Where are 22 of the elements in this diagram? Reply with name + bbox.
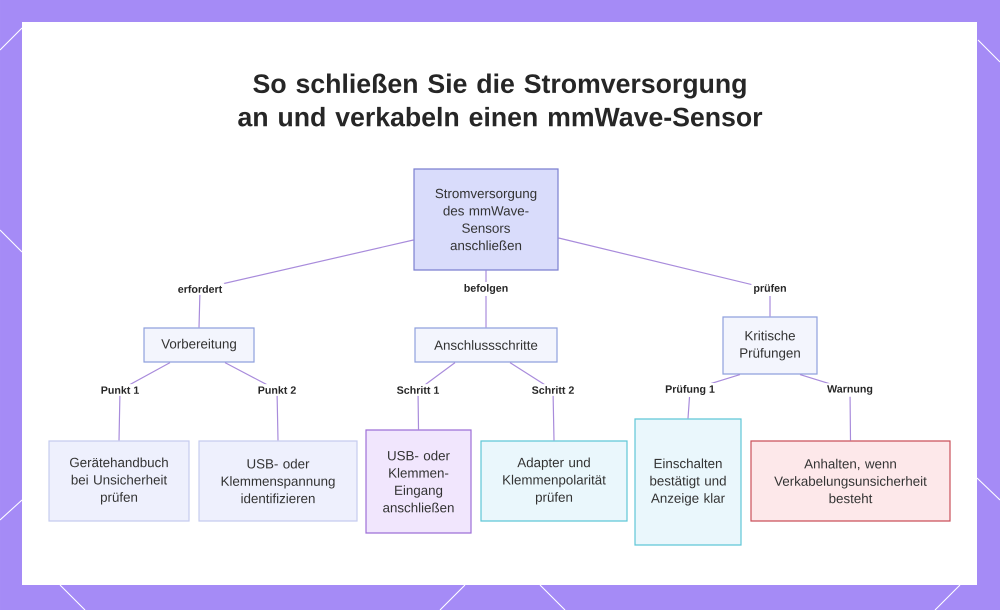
concept-box: Vorbereitung <box>143 327 255 363</box>
concept-box: Anhalten, wenn Verkabelungsunsicherheit besteht <box>750 440 951 522</box>
concept-box: Kritische Prüfungen <box>722 316 818 375</box>
concept-box: Adapter und Klemmenpolarität prüfen <box>480 440 628 522</box>
edge-label: Schritt 2 <box>530 384 576 396</box>
edge-label: Punkt 1 <box>98 384 142 396</box>
edge-label: Prüfung 1 <box>663 383 717 397</box>
edge-label: erfordert <box>176 283 224 295</box>
concept-box: Anschlussschritte <box>414 327 558 363</box>
concept-box: Gerätehandbuch bei Unsicherheit prüfen <box>48 440 190 522</box>
concept-box: USB- oder Klemmenspannung identifizieren <box>198 440 358 522</box>
concept-box: Einschalten bestätigt und Anzeige klar <box>634 418 742 546</box>
connector <box>558 237 771 316</box>
edge-label: Warnung <box>825 383 875 397</box>
concept-box: Stromversorgung des mmWave-Sensors anschließen <box>413 168 559 271</box>
edge-label: befolgen <box>462 282 510 296</box>
title: So schließen Sie die Stromversorgung an und verkabeln einen mmWave-Sensor <box>238 74 762 126</box>
edge-label: Punkt 2 <box>256 384 298 396</box>
connector <box>198 239 414 328</box>
edge-label: Schritt 1 <box>394 384 442 396</box>
concept-box: USB- oder Klemmen-Eingang anschließen <box>365 429 472 534</box>
edge-label: prüfen <box>751 282 789 296</box>
